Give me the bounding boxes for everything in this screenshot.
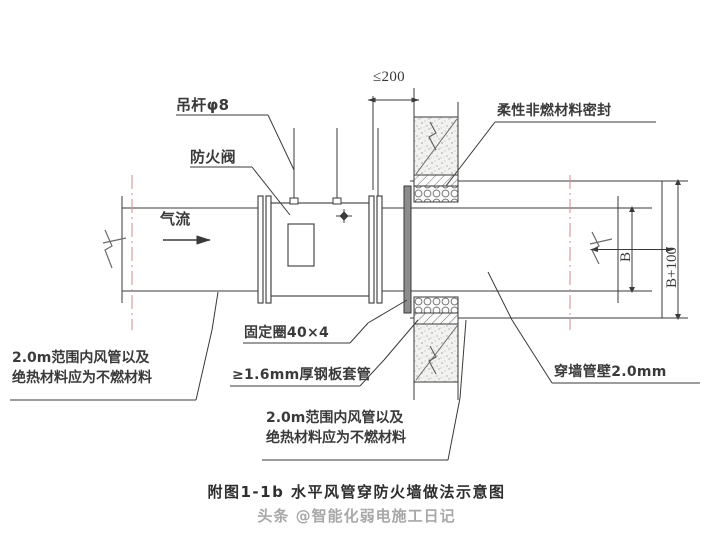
note-bottom-line2: 绝热材料应为不燃材料 [266, 430, 406, 447]
hanger-rods [289, 128, 379, 205]
label-hanger-rod: 吊杆φ8 [176, 96, 230, 114]
label-fixing-ring: 固定圈40×4 [244, 325, 330, 341]
note-left: 2.0m范围内风管以及 绝热材料应为不燃材料 [12, 348, 152, 389]
label-flexible-seal: 柔性非燃材料密封 [497, 103, 612, 119]
leader-note-left [10, 291, 219, 401]
dimension-duct-height-text: B [618, 251, 634, 262]
note-left-line1: 2.0m范围内风管以及 [12, 350, 150, 366]
dimension-wall-offset [367, 88, 420, 190]
note-left-line2: 绝热材料应为不燃材料 [12, 370, 152, 387]
centerlines [131, 175, 571, 330]
note-bottom: 2.0m范围内风管以及 绝热材料应为不燃材料 [266, 408, 406, 449]
watermark: 头条 @智能化弱电施工日记 [257, 507, 456, 525]
note-bottom-line1: 2.0m范围内风管以及 [266, 410, 404, 426]
leader-steel-sleeve [230, 319, 419, 387]
label-airflow: 气流 [160, 210, 191, 228]
right-duct-run [382, 196, 619, 303]
fire-damper-body [257, 195, 383, 304]
break-symbol-right [589, 231, 613, 265]
fire-wall-section [413, 116, 459, 383]
leader-fire-damper [190, 166, 291, 216]
leader-wall-pipe [487, 271, 700, 384]
break-symbol-left [102, 229, 127, 269]
label-fire-damper: 防火阀 [190, 148, 236, 166]
damper-actuator-marker [336, 209, 352, 223]
fixing-ring-collar [403, 185, 412, 314]
dimension-wall-offset-text: ≤200 [373, 69, 405, 85]
left-duct-run [121, 196, 258, 303]
leader-note-bottom [262, 319, 467, 461]
figure-caption: 附图1-1b 水平风管穿防火墙做法示意图 [207, 483, 506, 501]
leader-fixing-ring [243, 299, 408, 344]
label-underlines [176, 114, 656, 123]
label-steel-sleeve: ≥1.6mm厚钢板套管 [232, 367, 372, 383]
label-wall-pipe-thickness: 穿墙管壁2.0mm [554, 364, 667, 380]
dimension-sleeve-height-text: B+100 [664, 247, 680, 288]
leader-flexible-seal [445, 121, 656, 187]
dimension-duct-heights [590, 179, 688, 320]
